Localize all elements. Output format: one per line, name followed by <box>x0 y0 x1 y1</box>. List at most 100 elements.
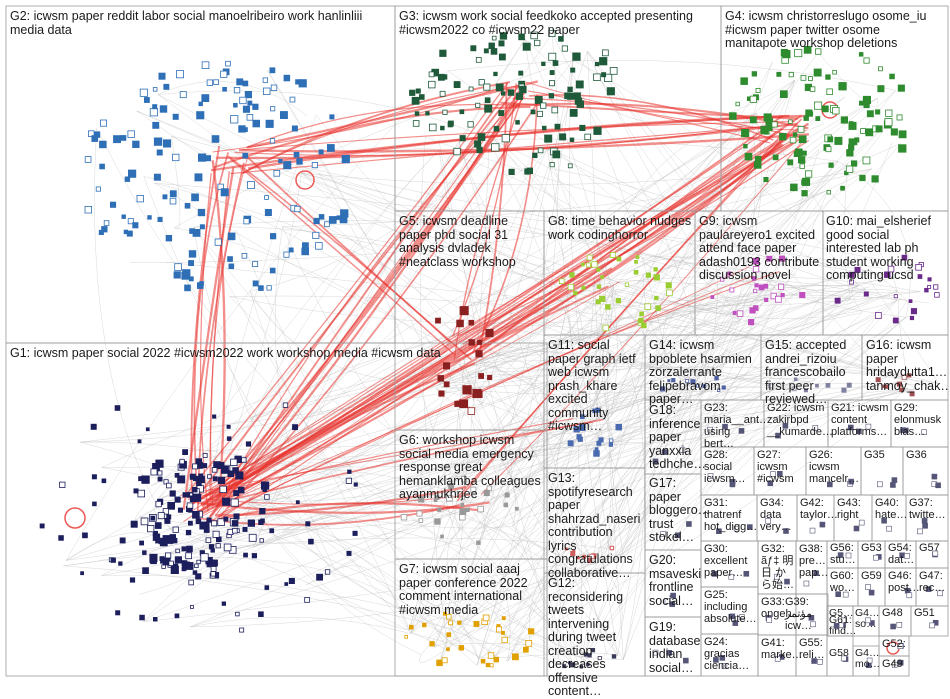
node-g3 <box>536 110 543 117</box>
edge <box>507 287 783 662</box>
node-g3 <box>567 163 573 169</box>
node-g47 <box>925 586 932 592</box>
edge <box>250 299 598 418</box>
node-g4 <box>780 90 788 98</box>
node-g1 <box>239 627 245 633</box>
node-g37 <box>922 522 928 529</box>
node-g2 <box>278 158 283 164</box>
edge <box>199 172 212 512</box>
node-g7 <box>480 658 486 664</box>
edge <box>603 315 644 446</box>
node-g2 <box>230 115 239 124</box>
edge <box>455 388 774 491</box>
node-g3 <box>442 109 448 115</box>
node-g3 <box>522 42 531 51</box>
node-g25 <box>732 620 739 626</box>
node-g7 <box>441 657 448 664</box>
node-g1 <box>172 526 179 533</box>
edge <box>482 59 574 404</box>
node-g30 <box>711 571 718 577</box>
node-g5 <box>443 381 450 388</box>
node-g4 <box>896 114 903 121</box>
node-g2 <box>184 202 191 209</box>
node-g52 <box>897 643 904 650</box>
edge <box>150 298 766 487</box>
node-g2 <box>262 77 269 83</box>
node-g2 <box>252 103 259 110</box>
node-g1 <box>215 543 221 549</box>
edge <box>440 59 574 660</box>
node-g2 <box>294 205 301 213</box>
node-g15 <box>825 382 831 388</box>
edge <box>641 258 921 294</box>
node-g1 <box>308 538 314 545</box>
edge <box>65 388 689 561</box>
node-g35 <box>876 481 883 488</box>
edge <box>579 317 907 669</box>
node-g3 <box>576 100 584 108</box>
node-g6 <box>400 514 408 521</box>
node-g2 <box>217 183 224 191</box>
node-g4 <box>877 85 885 93</box>
node-g2 <box>158 72 166 80</box>
node-g59 <box>865 584 871 590</box>
edge <box>595 284 614 446</box>
node-g6 <box>477 505 484 513</box>
edges-gray <box>63 33 940 669</box>
node-g7 <box>501 631 505 635</box>
node-g6 <box>461 495 466 500</box>
node-g3 <box>508 168 515 175</box>
edge <box>187 114 784 508</box>
edge <box>187 281 620 506</box>
node-g35 <box>890 482 896 488</box>
node-g1 <box>226 436 232 441</box>
node-g1 <box>192 486 198 493</box>
node-g1 <box>188 579 195 586</box>
node-g3 <box>549 80 556 87</box>
edge <box>601 258 897 291</box>
edge <box>506 562 599 662</box>
edge <box>447 79 796 480</box>
node-g4 <box>782 50 791 59</box>
node-g8 <box>645 272 652 278</box>
node-g3 <box>459 135 466 142</box>
edge <box>489 134 736 300</box>
node-g3 <box>548 52 557 61</box>
node-g17 <box>660 531 666 537</box>
node-g1 <box>137 489 145 498</box>
node-g17 <box>674 532 681 539</box>
node-g6 <box>416 510 423 517</box>
edge <box>154 182 484 324</box>
edge <box>282 380 908 534</box>
node-g5 <box>467 407 476 415</box>
node-g1 <box>202 452 208 458</box>
edge <box>246 80 539 149</box>
node-g2 <box>329 114 335 120</box>
node-g4 <box>898 130 907 139</box>
node-g14 <box>721 385 726 390</box>
edge <box>587 50 741 322</box>
node-g3 <box>478 79 485 86</box>
edge <box>136 110 743 316</box>
edge <box>197 267 613 513</box>
node-g2 <box>163 83 170 90</box>
node-g1 <box>305 521 311 527</box>
edge <box>468 275 921 307</box>
edge <box>585 383 930 412</box>
node-g2 <box>243 218 250 225</box>
node-g19 <box>652 649 659 656</box>
node-g39 <box>808 614 815 621</box>
edge <box>163 444 615 556</box>
node-g18 <box>652 458 659 465</box>
node-g2 <box>199 224 205 230</box>
node-g2 <box>301 247 309 256</box>
node-g1 <box>232 528 238 534</box>
edge <box>447 286 776 651</box>
node-g4 <box>834 136 843 145</box>
edge <box>528 94 774 141</box>
edge <box>608 273 719 564</box>
node-g1 <box>203 527 210 533</box>
node-g17 <box>686 521 692 527</box>
edge <box>476 79 796 666</box>
node-g2 <box>95 186 101 192</box>
